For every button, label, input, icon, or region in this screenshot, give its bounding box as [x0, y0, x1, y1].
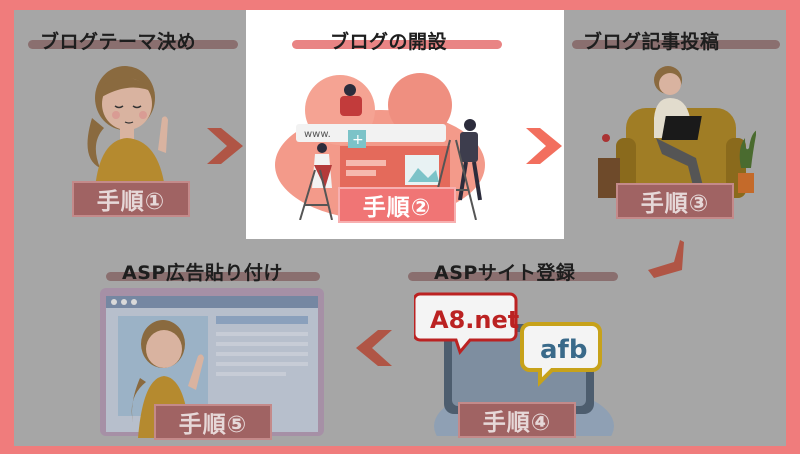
arrow-right-icon	[207, 128, 243, 164]
a8-logo-text: A8.net	[430, 306, 519, 334]
step2-title-underline	[292, 40, 502, 49]
url-bar-text: www.	[304, 129, 331, 140]
arrow-left-icon	[356, 330, 392, 366]
arrow-right-icon	[526, 128, 562, 164]
asp-logos-illustration: A8.net afb	[414, 292, 614, 436]
step3-badge: 手順③	[616, 183, 734, 219]
thinking-woman-illustration	[87, 66, 168, 188]
afb-logo-text: afb	[540, 335, 587, 365]
step4-title-underline	[408, 272, 618, 281]
step5-title-underline	[106, 272, 320, 281]
step4-badge: 手順④	[458, 402, 576, 438]
arrow-down-left-icon	[648, 240, 684, 278]
step1-title: ブログテーマ決め	[40, 31, 197, 53]
step5-title: ASP広告貼り付け	[122, 262, 283, 284]
step3-title: ブログ記事投稿	[583, 31, 720, 53]
step2-badge: 手順②	[338, 187, 456, 223]
step5-badge: 手順⑤	[154, 404, 272, 440]
svg-text:+: +	[352, 132, 364, 148]
step1-badge: 手順①	[72, 181, 190, 217]
step3-title-underline	[572, 40, 780, 49]
step1-title-underline	[28, 40, 238, 49]
step2-title: ブログの開設	[330, 31, 448, 53]
step4-title: ASPサイト登録	[434, 262, 576, 284]
